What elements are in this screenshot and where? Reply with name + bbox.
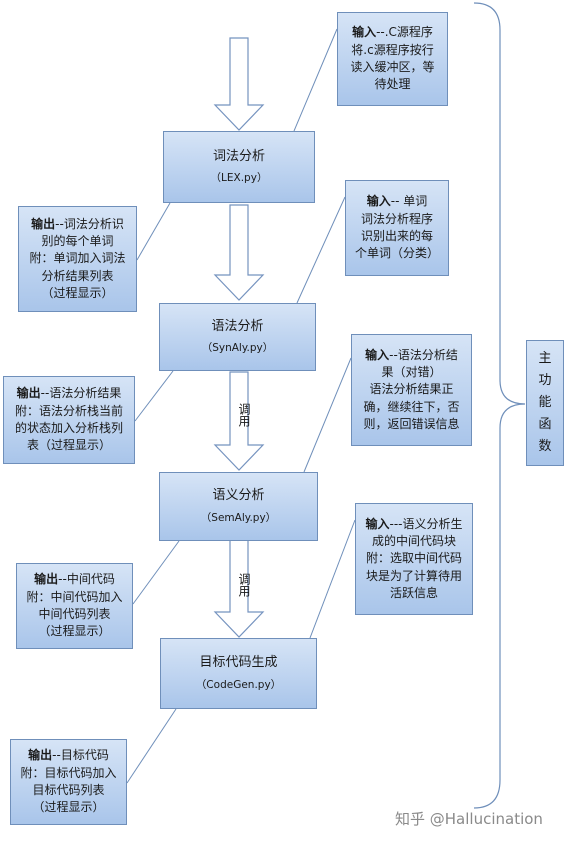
main-function-char: 数 (538, 439, 552, 455)
stage-box-lex: 词法分析 （LEX.py） (163, 131, 315, 203)
connector-input-3 (303, 357, 352, 473)
note-line: （过程显示） (32, 800, 105, 815)
stage-box-semaly: 语义分析 （SemAly.py） (159, 472, 318, 541)
note-line: --中间代码 (58, 572, 115, 587)
note-label: 输入 (366, 194, 391, 209)
connector-input-2 (296, 196, 346, 304)
call-label-2: 调用 (237, 573, 251, 597)
main-function-char: 功 (538, 372, 552, 388)
call-label-1: 调用 (237, 403, 251, 427)
main-function-box: 主 功 能 函 数 (526, 340, 564, 466)
note-label: 输出 (31, 216, 56, 231)
note-line: --语法分析结果 (40, 386, 122, 401)
note-line: 块是为了计算待用 (365, 568, 462, 583)
note-line: 附：选取中间代码 (365, 551, 462, 566)
stage-file: （SemAly.py） (200, 511, 277, 524)
input-note-4: 输入---语义分析生 成的中间代码块 附：选取中间代码 块是为了计算待用 活跃信… (355, 503, 473, 615)
block-arrow-syn-to-sem (213, 371, 265, 471)
watermark-text: 知乎 @Hallucination (395, 810, 543, 828)
note-line: 识别出来的每 (360, 229, 433, 243)
main-function-char: 函 (538, 417, 552, 433)
note-label: 输入 (365, 347, 390, 362)
note-line: 成的中间代码块 (371, 533, 456, 548)
stage-name: 词法分析 (212, 148, 265, 164)
note-line: 分析结果列表 (41, 268, 114, 283)
note-line: 附：语法分析栈当前 (14, 403, 123, 418)
stage-name: 语法分析 (211, 318, 264, 334)
stage-name: 语义分析 (212, 488, 265, 504)
connector-output-1 (136, 202, 171, 261)
stage-name: 目标代码生成 (199, 655, 278, 671)
note-line: --语法分析结 (389, 347, 458, 362)
note-line: 将.c源程序按行 (351, 42, 434, 57)
connector-output-3 (132, 540, 180, 605)
input-note-1: 输入--.C源程序 将.c源程序按行 读入缓冲区，等 待处理 (337, 12, 448, 106)
note-line: --目标代码 (52, 748, 109, 763)
note-label: 输出 (34, 572, 59, 587)
note-line: 确，继续往下，否 (363, 399, 460, 414)
note-line: 表（过程显示） (26, 438, 111, 453)
note-line: -- 单词 (390, 194, 428, 209)
output-note-1: 输出--词法分析识 别的每个单词 附：单词加入词法 分析结果列表 （过程显示） (18, 206, 137, 312)
main-function-char: 能 (538, 394, 552, 410)
block-arrow-into-lex (213, 37, 265, 131)
output-note-2: 输出--语法分析结果 附：语法分析栈当前 的状态加入分析栈列 表（过程显示） (3, 376, 135, 464)
main-function-char: 主 (538, 350, 552, 366)
stage-box-codegen: 目标代码生成 （CodeGen.py） (160, 638, 317, 709)
connector-input-4 (309, 519, 356, 639)
note-line: （过程显示） (38, 624, 111, 639)
stage-file: （CodeGen.py） (195, 678, 282, 691)
note-line: 词法分析程序 (360, 211, 433, 226)
input-note-2: 输入-- 单词 词法分析程序 识别出来的每 个单词（分类） (345, 180, 449, 276)
note-line: 的状态加入分析栈列 (14, 421, 123, 435)
note-line: 附：目标代码加入 (20, 765, 117, 780)
note-label: 输出 (28, 748, 53, 763)
note-line: 目标代码列表 (32, 783, 105, 797)
note-line: 读入缓冲区，等 (350, 60, 435, 74)
note-line: 个单词（分类） (354, 246, 439, 261)
note-line: 附：中间代码加入 (26, 589, 123, 604)
note-line: 则，返回错误信息 (363, 417, 460, 432)
output-note-4: 输出--目标代码 附：目标代码加入 目标代码列表 （过程显示） (10, 739, 127, 825)
note-line: --词法分析识 (55, 216, 124, 231)
note-line: 附：单词加入词法 (29, 251, 126, 266)
note-line: 中间代码列表 (38, 607, 111, 621)
note-line: 活跃信息 (389, 586, 438, 601)
block-arrow-sem-to-codegen (213, 539, 265, 638)
note-label: 输入 (352, 25, 377, 40)
note-line: 待处理 (374, 77, 411, 92)
stage-file: （SynAly.py） (201, 342, 274, 355)
block-arrow-lex-to-syn (213, 204, 265, 301)
output-note-3: 输出--中间代码 附：中间代码加入 中间代码列表 （过程显示） (16, 563, 133, 649)
note-label: 输入 (365, 516, 390, 531)
note-line: 别的每个单词 (41, 233, 114, 248)
note-line: ---语义分析生 (389, 516, 463, 531)
note-line: （过程显示） (41, 286, 114, 301)
note-line: --.C源程序 (376, 25, 433, 40)
connector-output-4 (126, 708, 177, 784)
input-note-3: 输入--语法分析结 果（对错） 语法分析结果正 确，继续往下，否 则，返回错误信… (351, 334, 472, 446)
note-line: 语法分析结果正 (369, 382, 454, 397)
note-label: 输出 (16, 386, 41, 401)
note-line: 果（对错） (381, 364, 442, 379)
stage-file: （LEX.py） (210, 172, 268, 185)
connector-output-2 (134, 370, 174, 422)
stage-box-synaly: 语法分析 （SynAly.py） (159, 303, 316, 371)
main-function-brace (473, 2, 526, 809)
connector-input-1 (293, 28, 338, 132)
